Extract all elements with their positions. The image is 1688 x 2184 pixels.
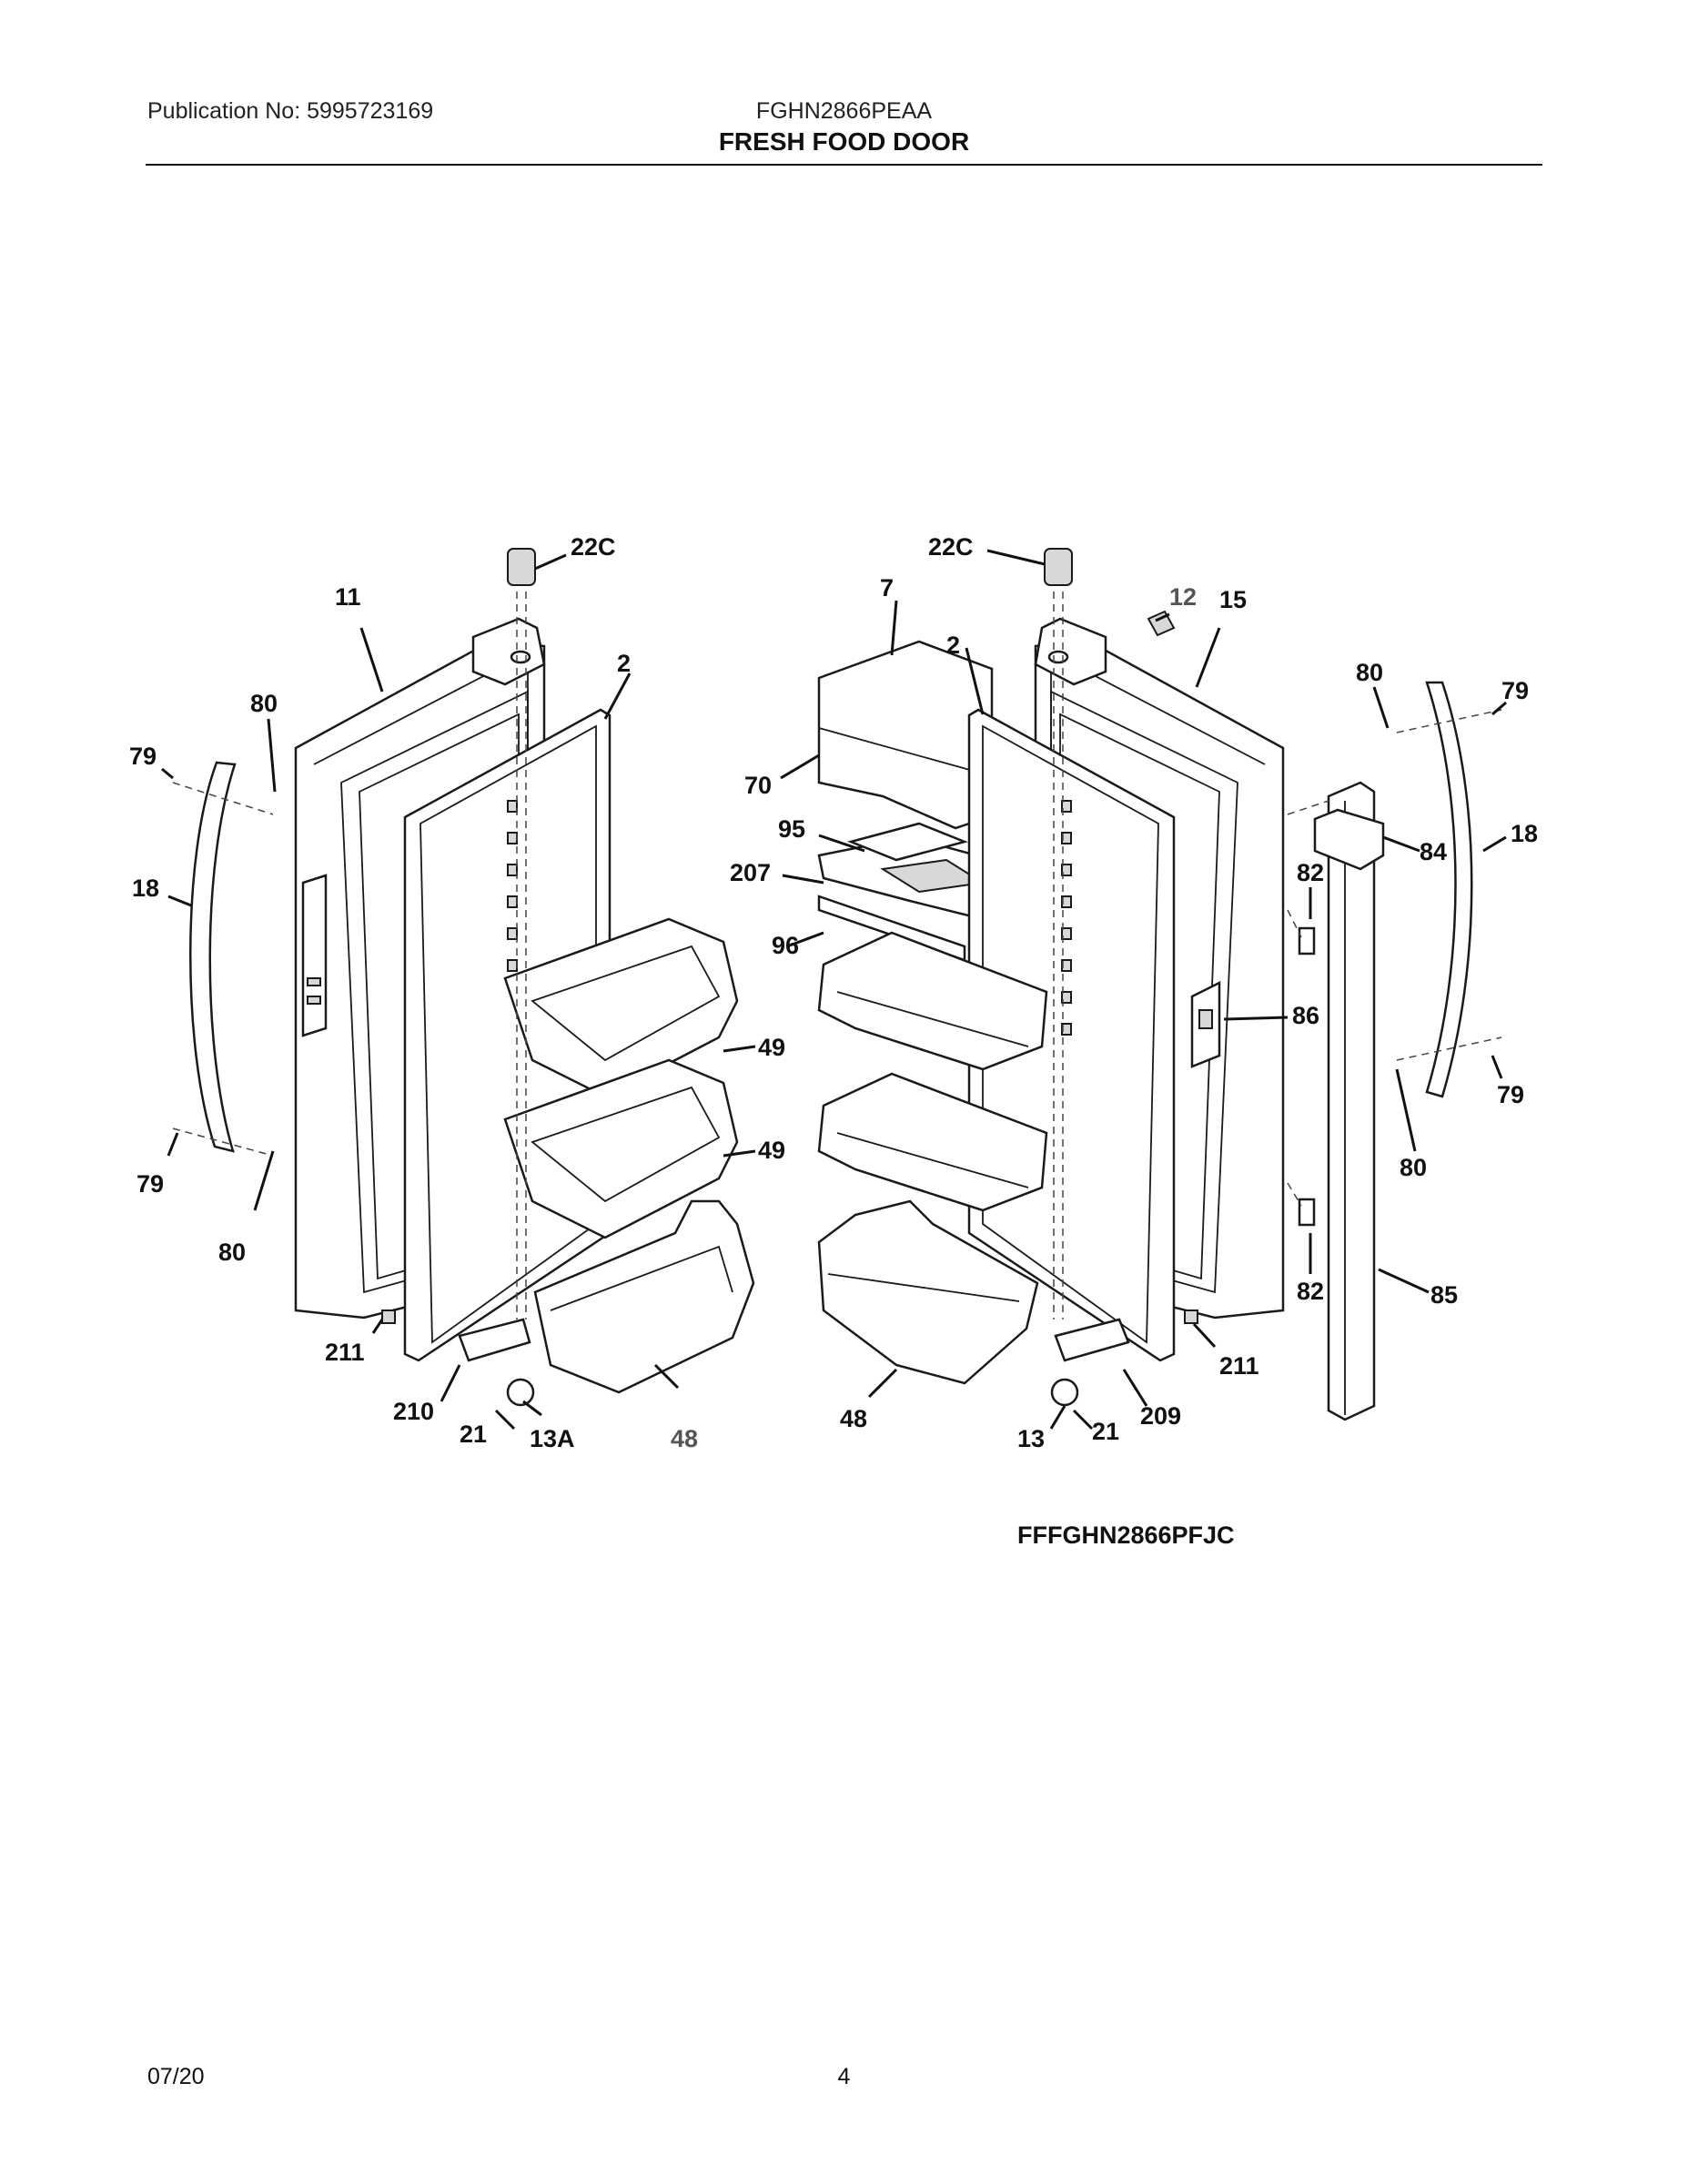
filter-sheet[interactable] — [847, 822, 968, 862]
bracket-bottom — [1298, 1198, 1316, 1227]
callout-79-left-top: 79 — [129, 743, 157, 770]
callout-82-bottom: 82 — [1297, 1278, 1324, 1305]
leader-lines — [161, 549, 1507, 1431]
hinge-cover[interactable] — [1313, 808, 1385, 871]
callout-79-right-bottom: 79 — [1497, 1081, 1524, 1108]
callout-11: 11 — [335, 583, 361, 611]
label-12 — [1147, 610, 1176, 637]
publication-number: Publication No: 5995723169 — [147, 98, 434, 124]
callout-21-right: 21 — [1092, 1418, 1119, 1445]
left-hinge-cap — [507, 548, 536, 586]
callout-12: 12 — [1169, 583, 1197, 611]
callout-2-right: 2 — [946, 632, 960, 659]
footer-date: 07/20 — [147, 2064, 205, 2089]
right-door-assembly — [817, 548, 1502, 1421]
callout-2-left: 2 — [617, 650, 631, 677]
model-number: FGHN2866PEAA — [755, 98, 933, 124]
callout-207: 207 — [730, 859, 771, 886]
callout-7: 7 — [880, 574, 894, 602]
left-door-assembly — [172, 548, 755, 1407]
left-handle[interactable] — [189, 761, 237, 1153]
callout-86: 86 — [1292, 1002, 1319, 1029]
callout-labels: 22C 11 2 80 79 18 79 80 211 210 21 13A 4… — [129, 533, 1538, 1452]
right-hinge-cap — [1044, 548, 1073, 586]
callout-85: 85 — [1430, 1281, 1458, 1309]
callout-211-right: 211 — [1219, 1352, 1259, 1380]
callout-96: 96 — [772, 932, 799, 959]
page-number: 4 — [837, 2064, 851, 2089]
callout-48-left: 48 — [671, 1425, 698, 1452]
callout-18-right: 18 — [1511, 820, 1538, 847]
callout-95: 95 — [778, 815, 805, 843]
callout-22c-right: 22C — [928, 533, 974, 561]
callout-49-bottom: 49 — [758, 1137, 785, 1164]
callout-80-left-bottom: 80 — [218, 1239, 246, 1266]
callout-209: 209 — [1140, 1402, 1181, 1430]
callout-21-left: 21 — [460, 1421, 487, 1448]
bracket-top — [1298, 926, 1316, 956]
left-door-bin-upper[interactable] — [503, 917, 739, 1098]
right-handle[interactable] — [1425, 681, 1473, 1098]
callout-79-left-bottom: 79 — [136, 1170, 164, 1198]
callout-70: 70 — [744, 772, 772, 799]
callout-82-top: 82 — [1297, 859, 1324, 886]
callout-22c-left: 22C — [571, 533, 616, 561]
callout-210: 210 — [393, 1398, 434, 1425]
right-door-trim[interactable] — [1327, 781, 1376, 1421]
callout-80-right-top: 80 — [1356, 659, 1383, 686]
section-title: FRESH FOOD DOOR — [718, 127, 970, 156]
callout-49-top: 49 — [758, 1034, 785, 1061]
callout-84: 84 — [1420, 838, 1447, 865]
callout-79-right-top: 79 — [1501, 677, 1529, 704]
callout-80-left-top: 80 — [250, 690, 278, 717]
callout-48-right: 48 — [840, 1405, 867, 1432]
left-door-bin-lower[interactable] — [503, 1058, 739, 1239]
right-door-bin-gallon[interactable] — [817, 1199, 1039, 1385]
callout-211-left: 211 — [325, 1339, 365, 1366]
diagram-code: FFFGHN2866PFJC — [1017, 1522, 1235, 1549]
callout-18-left: 18 — [132, 875, 159, 902]
left-door-bin-gallon[interactable] — [533, 1199, 755, 1394]
callout-80-right-bottom: 80 — [1400, 1154, 1427, 1181]
callout-15: 15 — [1219, 586, 1247, 613]
callout-13a: 13A — [530, 1425, 575, 1452]
header-rule — [146, 164, 1542, 166]
callout-13: 13 — [1017, 1425, 1045, 1452]
